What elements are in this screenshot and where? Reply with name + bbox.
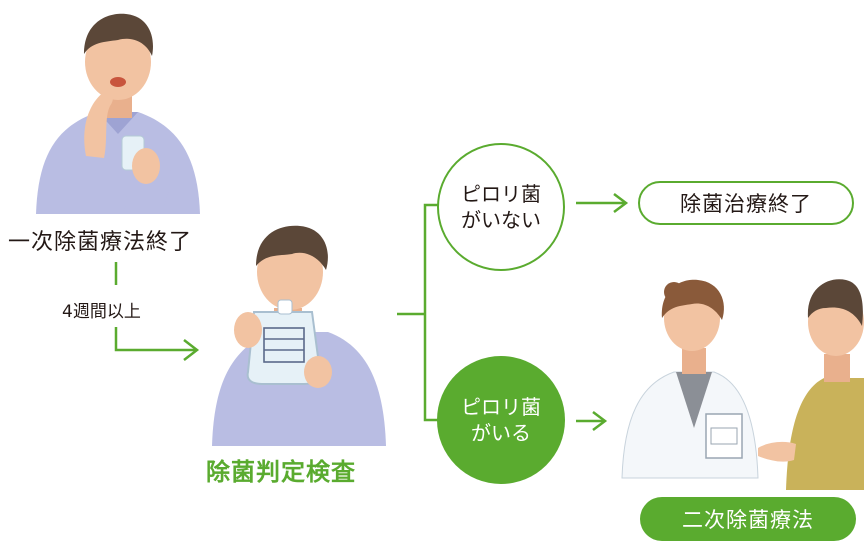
pharmacist-consultation-illustration xyxy=(621,279,864,490)
therapy-complete-pill: 除菌治療終了 xyxy=(638,181,854,225)
branch-fork xyxy=(423,203,438,422)
wait-period-label: 4週間以上 xyxy=(62,302,141,322)
man-taking-medicine-illustration xyxy=(36,13,200,214)
outcome-negative-circle: ピロリ菌 がいない xyxy=(437,143,565,271)
arrow-to-test-lower xyxy=(114,327,196,352)
outcome-negative-line2: がいない xyxy=(461,208,541,232)
second-therapy-pill: 二次除菌療法 xyxy=(640,497,856,541)
outcome-negative-line1: ピロリ菌 xyxy=(461,182,541,206)
outcome-positive-circle: ピロリ菌 がいる xyxy=(437,356,565,484)
outcome-positive-line1: ピロリ菌 xyxy=(461,395,541,419)
outcome-positive-line2: がいる xyxy=(471,421,531,445)
first-therapy-end-label: 一次除菌療法終了 xyxy=(8,230,193,255)
eradication-test-label: 除菌判定検査 xyxy=(206,458,356,486)
breath-test-man-illustration xyxy=(212,225,386,446)
